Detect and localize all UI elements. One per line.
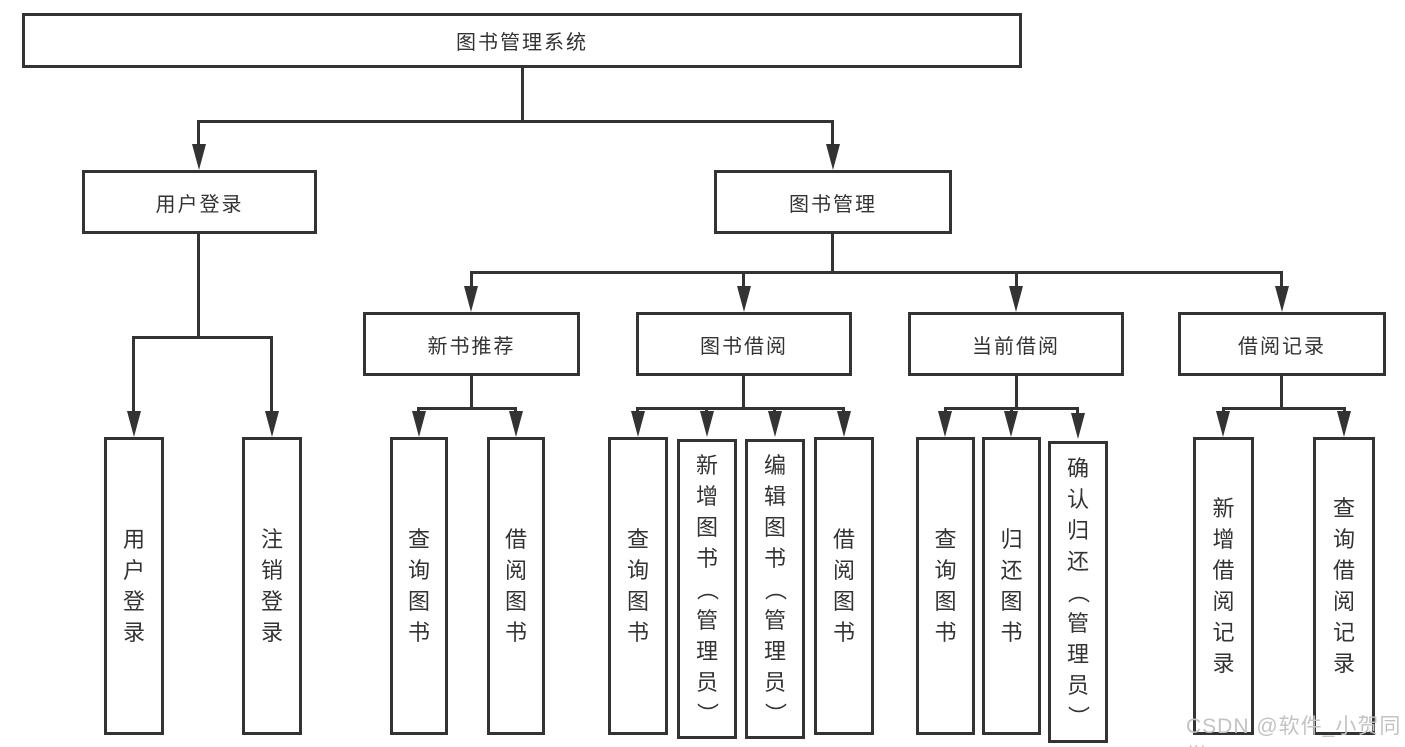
arrow-down-icon	[1337, 411, 1351, 437]
arrow-down-icon	[837, 411, 851, 437]
connector-line	[198, 120, 834, 123]
node-label: 借阅记录	[1238, 335, 1326, 358]
node-add-book-admin: 新增图书（管理员）	[677, 439, 737, 739]
node-label: 查询借阅记录	[1332, 496, 1355, 676]
node-book-borrow: 图书借阅	[636, 312, 852, 376]
connector-line	[831, 120, 834, 148]
connector-line	[1015, 271, 1018, 289]
node-label: 新增图书（管理员）	[694, 452, 720, 725]
node-label: 新增借阅记录	[1212, 496, 1235, 676]
arrow-down-icon	[700, 411, 714, 437]
node-logout: 注销登录	[242, 437, 302, 735]
node-label: 查询图书	[626, 527, 649, 645]
node-label: 新书推荐	[427, 335, 516, 358]
connector-line	[133, 336, 273, 339]
connector-line	[521, 68, 524, 120]
arrow-down-icon	[737, 286, 751, 312]
arrow-down-icon	[265, 411, 279, 437]
connector-line	[197, 234, 200, 336]
node-label: 用户登录	[155, 193, 244, 216]
connector-line	[831, 234, 834, 273]
connector-line	[637, 407, 845, 410]
node-return-books: 归还图书	[982, 437, 1041, 735]
connector-line	[1222, 407, 1345, 410]
node-root: 图书管理系统	[22, 13, 1022, 68]
node-new-book-recommend: 新书推荐	[363, 312, 580, 376]
node-add-borrow-record: 新增借阅记录	[1193, 437, 1254, 735]
arrow-down-icon	[127, 411, 141, 437]
arrow-down-icon	[1009, 286, 1023, 312]
node-label: 借阅图书	[504, 527, 527, 645]
node-label: 编辑图书（管理员）	[762, 452, 788, 725]
arrow-down-icon	[938, 411, 952, 437]
connector-line	[1076, 407, 1079, 417]
connector-line	[1015, 376, 1018, 407]
node-query-books-2: 查询图书	[608, 437, 668, 735]
connector-line	[1280, 271, 1283, 289]
connector-line	[470, 271, 473, 289]
connector-line	[470, 376, 473, 407]
connector-line	[132, 336, 135, 414]
arrow-down-icon	[509, 411, 523, 437]
node-label: 查询图书	[934, 527, 957, 645]
node-query-books-1: 查询图书	[390, 437, 448, 735]
node-user-login-branch: 用户登录	[82, 170, 317, 234]
arrow-down-icon	[1071, 413, 1085, 439]
arrow-down-icon	[1004, 411, 1018, 437]
connector-line	[742, 376, 745, 407]
node-edit-book-admin: 编辑图书（管理员）	[745, 439, 805, 739]
connector-line	[418, 407, 517, 410]
arrow-down-icon	[1275, 286, 1289, 312]
node-label: 图书管理	[789, 193, 877, 216]
node-user-login: 用户登录	[104, 437, 164, 735]
node-query-books-3: 查询图书	[916, 437, 975, 735]
arrow-down-icon	[192, 144, 206, 170]
node-query-borrow-record: 查询借阅记录	[1313, 437, 1375, 735]
watermark: CSDN @软件_小贺同学	[1186, 715, 1402, 747]
arrow-down-icon	[631, 411, 645, 437]
node-label: 用户登录	[122, 527, 145, 645]
node-label: 图书借阅	[700, 335, 788, 358]
node-confirm-return-admin: 确认归还（管理员）	[1048, 441, 1108, 743]
node-borrow-records: 借阅记录	[1178, 312, 1386, 376]
arrow-down-icon	[412, 411, 426, 437]
node-label: 图书管理系统	[456, 32, 588, 54]
arrow-down-icon	[768, 411, 782, 437]
node-borrow-books-2: 借阅图书	[814, 437, 874, 735]
arrow-down-icon	[464, 286, 478, 312]
node-label: 确认归还（管理员）	[1065, 455, 1091, 728]
connector-line	[742, 271, 745, 289]
connector-line	[470, 271, 1283, 274]
connector-line	[270, 336, 273, 414]
node-book-management-branch: 图书管理	[714, 170, 952, 234]
node-current-borrow: 当前借阅	[908, 312, 1124, 376]
connector-line	[1280, 376, 1283, 407]
arrow-down-icon	[826, 144, 840, 170]
arrow-down-icon	[1216, 411, 1230, 437]
node-label: 注销登录	[260, 527, 283, 645]
node-label: 当前借阅	[972, 335, 1060, 358]
node-label: 借阅图书	[832, 527, 855, 645]
node-label: 归还图书	[1000, 527, 1023, 645]
node-borrow-books-1: 借阅图书	[487, 437, 545, 735]
node-label: 查询图书	[407, 527, 430, 645]
connector-line	[197, 120, 200, 148]
